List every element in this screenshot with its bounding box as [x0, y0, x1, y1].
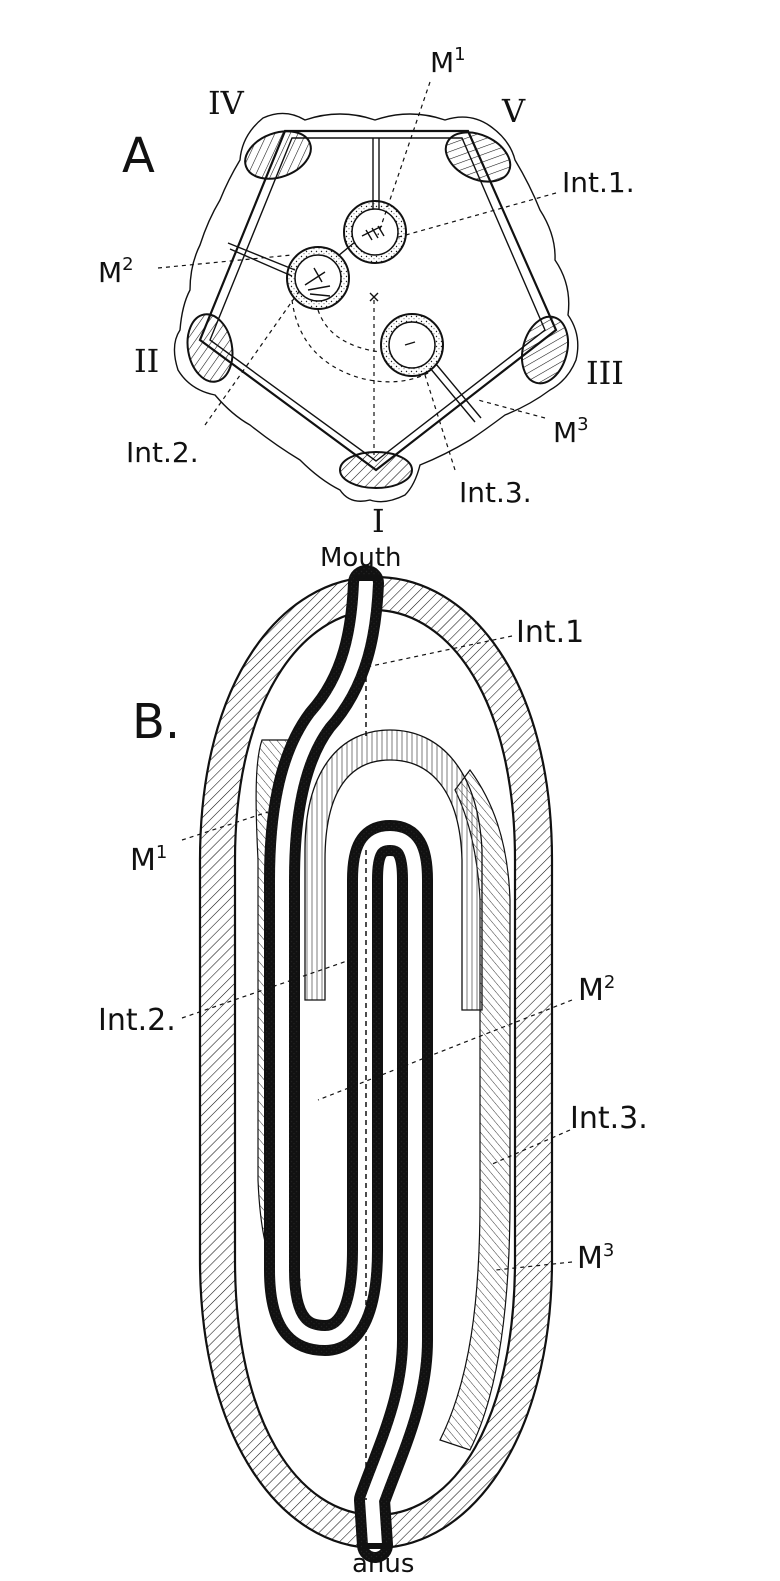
figure-a-radius-iv-oval — [244, 130, 312, 180]
figure-b-label-m3: M3 — [577, 1240, 614, 1276]
figure-b-label-int1: Int.1 — [516, 615, 584, 650]
figure-b-label-m1: M1 — [130, 842, 167, 878]
figure-a: A — [98, 44, 635, 540]
figure-a-letter: A — [122, 128, 155, 184]
figure-a-label-m3: M3 — [553, 414, 589, 449]
figure-a-leader-int1 — [394, 192, 557, 239]
figure-b-leader-int1 — [361, 635, 513, 669]
figure-b-leader-int2 — [181, 959, 351, 1019]
figure-a-label-m1: M1 — [430, 44, 466, 79]
figure-a-label-m2: M2 — [98, 254, 134, 289]
figure-a-label-iv: IV — [208, 84, 245, 122]
figure-b-gut-tube-lumen — [275, 576, 422, 1552]
figure-b-label-anus: anus — [352, 1549, 414, 1579]
figure-a-label-int2: Int.2. — [126, 436, 199, 469]
figure-a-radius-i-oval — [339, 451, 413, 489]
figure-a-label-int3: Int.3. — [459, 476, 532, 509]
figure-b-leader-m2 — [317, 999, 573, 1101]
figure-a-radius-ii-oval — [186, 313, 234, 383]
figure-a-mesentery-2 — [227, 242, 296, 277]
figure-b-striated-cap — [304, 729, 483, 1011]
figure-a-leader-int2 — [204, 289, 301, 426]
figure-a-label-v: V — [501, 92, 526, 130]
figure-a-label-ii: II — [134, 342, 159, 380]
figure-a-leader-int3 — [424, 374, 456, 471]
figure-a-center-mark — [369, 292, 379, 302]
figure-b: B. Mouth anus Int.1 M1 Int.2. — [98, 543, 648, 1579]
figure-a-section-int1 — [343, 200, 407, 264]
figure-a-leader-m3 — [477, 399, 546, 419]
figure-b-leader-m1 — [181, 811, 269, 841]
figure-a-mesentery-1 — [372, 138, 380, 210]
figure-b-leader-int3 — [489, 1129, 571, 1166]
figure-a-leader-m2 — [157, 254, 293, 269]
figure-b-letter: B. — [132, 694, 180, 750]
figure-a-label-int1: Int.1. — [562, 166, 635, 199]
figure-a-radius-v-oval — [444, 131, 512, 183]
figure-a-leader-m1 — [377, 81, 431, 236]
figure-a-arc-dash-inner — [317, 309, 381, 353]
figure-a-label-i: I — [372, 502, 385, 540]
figure-a-outer-scalloped-boundary — [173, 112, 579, 503]
figure-b-label-int3: Int.3. — [570, 1101, 648, 1136]
figure-a-section-int3 — [380, 313, 444, 377]
figure-b-label-int2: Int.2. — [98, 1003, 176, 1038]
figure-a-label-iii: III — [586, 354, 624, 392]
figure-a-mesentery-3 — [429, 363, 482, 423]
figure-a-radius-iii-oval — [520, 315, 570, 385]
figure-a-pentagon-inner — [209, 137, 546, 462]
figure-a-section-int2 — [286, 246, 350, 310]
figure-b-label-mouth: Mouth — [320, 543, 402, 573]
figure-b-label-m2: M2 — [578, 972, 615, 1008]
